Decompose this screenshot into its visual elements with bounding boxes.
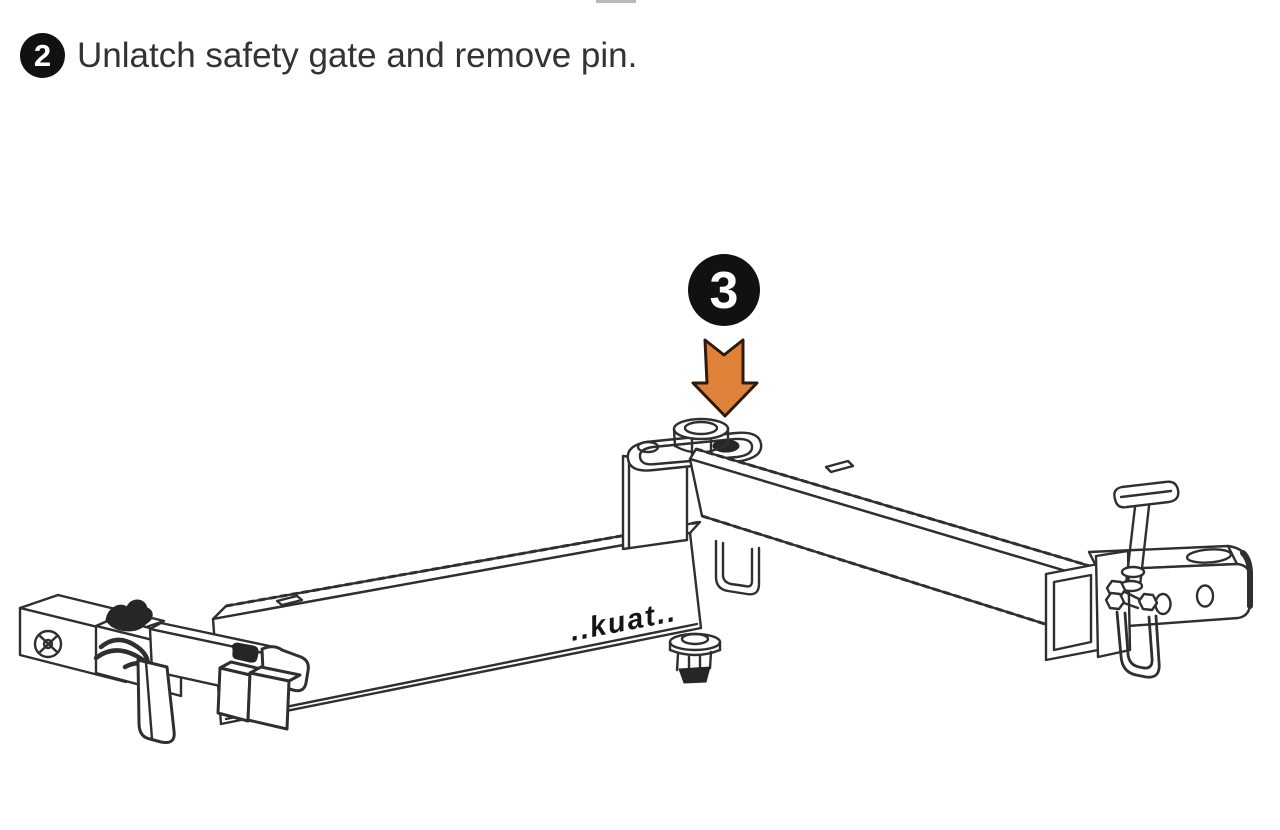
t-handle-pin [1113,480,1180,593]
step-2-number: 2 [33,37,52,73]
latch-catch [232,642,259,663]
tube-top-slot [1185,548,1233,564]
beam-slot [275,594,304,607]
upper-pivot-arm [688,447,1102,642]
step-3-number: 3 [710,262,739,320]
step-3-annotation: 3 [688,254,760,418]
page-crop-artifact [596,0,636,3]
right-receiver-assembly [1044,480,1253,679]
hitch-pin-hole [33,629,63,659]
safety-gate-shackle [1115,610,1161,679]
beam-hex-bolt [668,632,722,684]
bumper-blocks [216,660,302,731]
safety-latch-hook [105,599,153,632]
step-2-instruction-text: Unlatch safety gate and remove pin. [77,35,638,75]
pivot-u-bracket [714,539,761,596]
pivot-hex-bolt [672,417,730,458]
support-leg [136,658,176,744]
step-2-badge: 2 [20,33,65,78]
plate-hole-left [636,440,660,454]
left-receiver-assembly [18,593,310,744]
arm-slot [824,459,855,474]
lower-swing-beam: ..kuat.. [211,520,703,726]
down-arrow-icon [691,338,759,418]
step-2-header: 2 Unlatch safety gate and remove pin. [20,33,637,78]
gate-bolts [1104,579,1159,612]
tube-pin-hole [1195,584,1215,608]
step-3-badge [688,254,760,326]
